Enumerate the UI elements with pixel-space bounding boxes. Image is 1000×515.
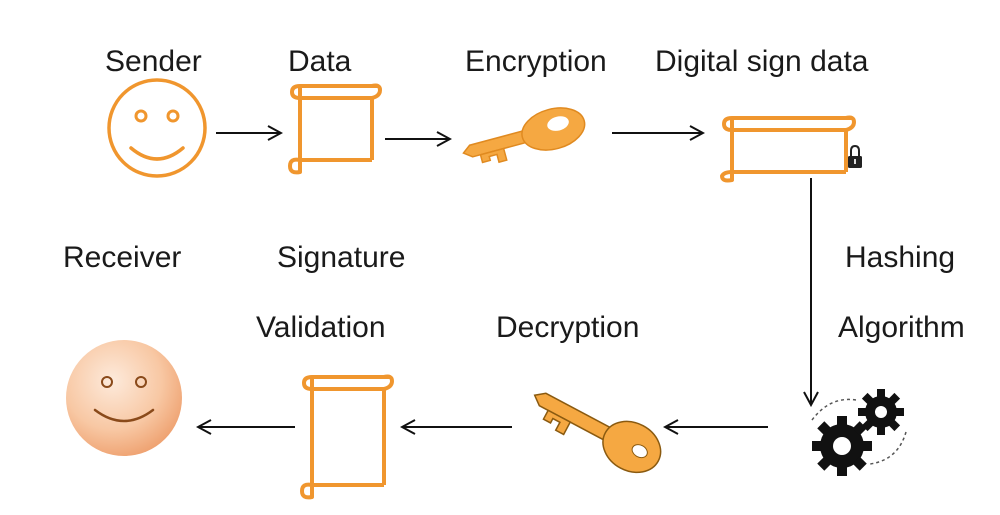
locked-document-icon <box>720 115 862 183</box>
sender-label: Sender <box>105 45 202 78</box>
decryption-label: Decryption <box>496 311 640 344</box>
encryption-key-icon <box>462 107 586 164</box>
digital-sign-data-label: Digital sign data <box>655 45 869 78</box>
validation-label: Validation <box>256 311 386 344</box>
algorithm-label: Algorithm <box>838 311 965 344</box>
decryption-key-icon <box>533 392 662 474</box>
scroll-document-icon <box>288 83 382 175</box>
signature-label: Signature <box>277 241 406 274</box>
smiley-outline-icon <box>107 78 207 178</box>
data-label: Data <box>288 45 352 78</box>
receiver-label: Receiver <box>63 241 182 274</box>
hashing-label: Hashing <box>845 241 956 274</box>
encryption-label: Encryption <box>465 45 607 78</box>
gears-icon <box>811 389 907 476</box>
padlock-icon <box>848 144 862 168</box>
scroll-document-icon <box>300 374 394 500</box>
smiley-filled-icon <box>66 340 182 456</box>
